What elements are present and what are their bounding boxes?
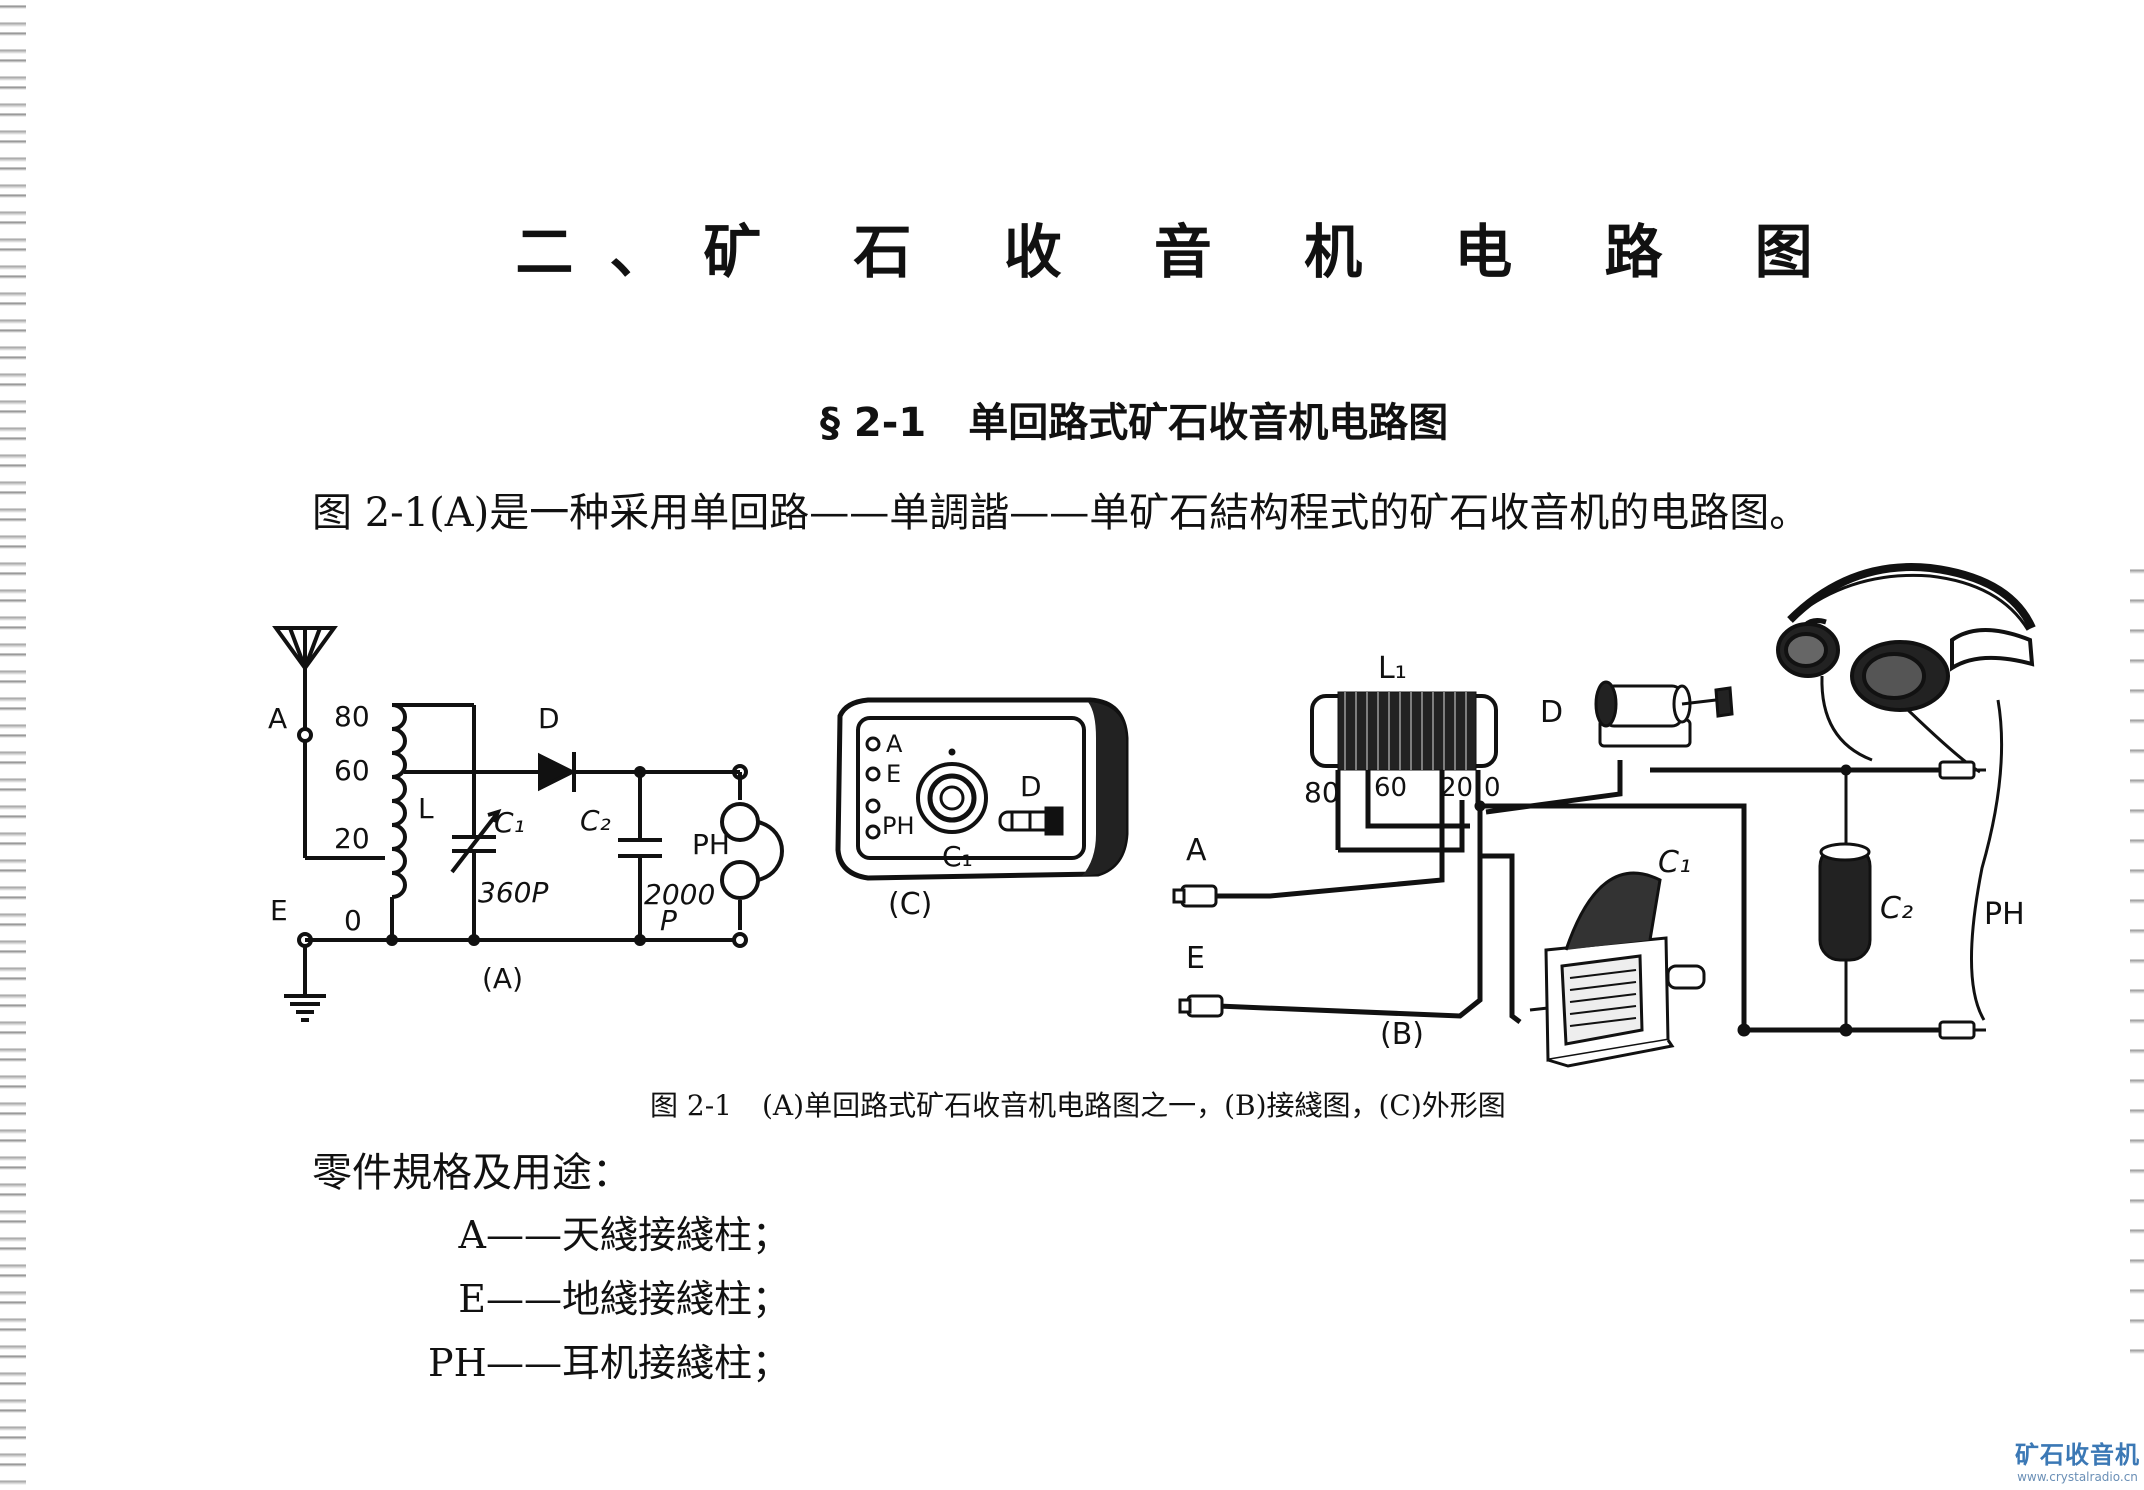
label-a-c2-value: 2000 xyxy=(644,878,715,911)
crystal-detector xyxy=(998,806,1064,836)
section-heading: § 2-1 单回路式矿石收音机电路图 xyxy=(820,390,1448,448)
wiring-diagram-b xyxy=(1172,563,2036,1068)
label-a-coil: L xyxy=(418,792,434,825)
label-a-c2-unit: P xyxy=(660,904,677,937)
detector-d-drawing xyxy=(1594,680,1734,748)
label-b-c2: C₂ xyxy=(1880,891,1913,926)
label-b-tap-0: 0 xyxy=(1484,773,1501,803)
antenna-terminal xyxy=(297,727,313,743)
page-title: 二、矿 石 收 音 机 电 路 图 xyxy=(515,218,1849,286)
capacitor-c2-symbol xyxy=(618,838,662,858)
parts-item-desc: ——地綫接綫柱； xyxy=(486,1277,791,1321)
headphones-drawing xyxy=(1776,563,2036,1021)
external-c-labels: A E PH C₁ D (C) xyxy=(882,730,1042,922)
ground-symbol xyxy=(284,994,326,1022)
parts-item-desc: ——天綫接綫柱； xyxy=(486,1213,791,1257)
scan-edge-right xyxy=(2130,560,2144,1360)
label-b-antenna: A xyxy=(1186,833,1207,868)
label-a-tap-20: 20 xyxy=(334,822,370,855)
watermark-url: www.crystalradio.cn xyxy=(2017,1470,2138,1484)
variable-capacitor-c1-drawing xyxy=(1529,871,1706,1068)
headphone-symbol xyxy=(720,802,784,900)
label-a-phones: PH xyxy=(692,828,730,861)
label-c-diode: D xyxy=(1020,770,1042,803)
circuit-a-labels: A E 80 60 20 0 L C₁ 360P D C₂ 2000 P PH … xyxy=(268,700,730,995)
phone-terminal-bottom xyxy=(732,932,748,948)
parts-item-desc: ——耳机接綫柱； xyxy=(486,1341,791,1385)
intro-paragraph: 图 2-1(A)是一种采用单回路——单調諧——单矿石結构程式的矿石收音机的电路图… xyxy=(312,490,1810,536)
parts-item-symbol: A xyxy=(458,1213,486,1257)
label-c-jack-a: A xyxy=(886,730,903,758)
coil-l xyxy=(390,703,474,940)
diode-d-symbol xyxy=(538,752,577,792)
parts-heading: 零件規格及用途： xyxy=(312,1150,632,1196)
tuning-knob xyxy=(916,748,988,834)
jack-ph-socket-2 xyxy=(865,824,881,840)
label-a-c2: C₂ xyxy=(580,804,611,837)
label-a-diode: D xyxy=(538,702,560,735)
figure-b-label: (B) xyxy=(1380,1017,1424,1052)
jack-a-socket xyxy=(865,736,881,752)
label-c-jack-ph: PH xyxy=(882,812,915,840)
parts-item: A——天綫接綫柱； xyxy=(440,1204,790,1259)
label-a-c1-value: 360P xyxy=(478,876,548,909)
label-a-c1: C₁ xyxy=(494,806,525,839)
label-b-diode: D xyxy=(1540,695,1563,730)
parts-item: E——地綫接綫柱； xyxy=(440,1268,790,1323)
watermark-title: 矿石收音机 xyxy=(2015,1441,2140,1469)
scan-edge-left xyxy=(0,0,26,1490)
label-a-tap-80: 80 xyxy=(334,700,370,733)
section-number: § 2-1 xyxy=(820,400,927,446)
wiring-b-labels: L₁ 80 60 20 0 D A E C₁ C₂ PH (B) xyxy=(1186,651,2025,1052)
phone-terminal-top xyxy=(732,764,748,780)
figure-a-label: (A) xyxy=(482,962,523,995)
label-b-tap-60: 60 xyxy=(1374,773,1407,803)
jack-ph-socket-1 xyxy=(865,798,881,814)
parts-item: PH——耳机接綫柱； xyxy=(428,1332,790,1387)
site-watermark: 矿石收音机 www.crystalradio.cn xyxy=(2015,1435,2140,1484)
figure-caption: 图 2-1 (A)单回路式矿石收音机电路图之一，(B)接綫图，(C)外形图 xyxy=(650,1084,1506,1124)
antenna-plug-b xyxy=(1172,884,1218,908)
label-b-earth: E xyxy=(1186,941,1205,976)
phone-terminal-top-b xyxy=(1938,760,1986,780)
section-title: 单回路式矿石收音机电路图 xyxy=(968,400,1449,446)
label-b-coil: L₁ xyxy=(1378,651,1407,686)
figure-number: 图 2-1 xyxy=(650,1089,732,1122)
label-b-tap-20: 20 xyxy=(1440,773,1473,803)
parts-item-symbol: E xyxy=(458,1277,486,1321)
coil-l1-drawing xyxy=(1310,691,1498,771)
external-view-c xyxy=(835,697,1129,881)
fixed-capacitor-c2-drawing xyxy=(1818,770,1872,1030)
label-c-knob: C₁ xyxy=(942,840,973,873)
figure-c-label: (C) xyxy=(888,887,932,922)
label-b-c1: C₁ xyxy=(1658,845,1691,880)
jack-e-socket xyxy=(865,766,881,782)
parts-item-symbol: PH xyxy=(428,1341,487,1385)
label-a-tap-0: 0 xyxy=(344,904,362,937)
phone-terminal-bottom-b xyxy=(1938,1020,1986,1040)
figure-caption-text: (A)单回路式矿石收音机电路图之一，(B)接綫图，(C)外形图 xyxy=(762,1089,1506,1122)
label-b-phones: PH xyxy=(1984,897,2025,932)
label-a-antenna: A xyxy=(268,702,287,735)
label-a-earth: E xyxy=(270,894,288,927)
capacitor-c1-symbol xyxy=(450,808,502,874)
label-a-tap-60: 60 xyxy=(334,754,370,787)
label-c-jack-e: E xyxy=(886,760,901,788)
label-b-tap-80: 80 xyxy=(1304,776,1340,809)
circuit-diagram-a xyxy=(272,626,784,1022)
earth-plug-b xyxy=(1178,994,1224,1018)
antenna-symbol xyxy=(272,626,338,728)
